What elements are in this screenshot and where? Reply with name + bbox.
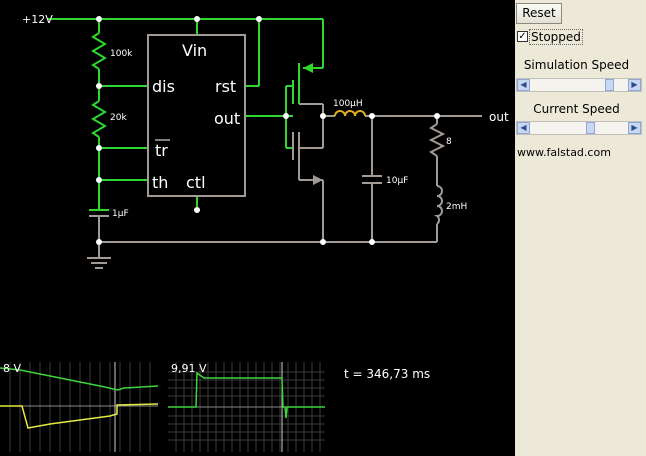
scope-2: 9,91 V: [168, 362, 325, 452]
circuit-canvas[interactable]: +12V 100k 20k 1μF 100μH 10μF 8 2mH out V…: [0, 0, 515, 456]
scope-1-value: 8 V: [3, 362, 21, 375]
reset-button[interactable]: Reset: [516, 3, 562, 24]
pin-vin: Vin: [182, 41, 207, 60]
scroll-left-icon[interactable]: ◀: [517, 79, 530, 91]
pin-out: out: [214, 109, 240, 128]
load-inductor-label: 2mH: [446, 202, 467, 212]
pin-dis: dis: [152, 77, 175, 96]
simulation-time: t = 346,73 ms: [344, 367, 430, 381]
load-resistor-label: 8: [446, 137, 452, 147]
pin-rst: rst: [215, 77, 236, 96]
current-speed-slider[interactable]: ◀ ▶: [516, 121, 642, 135]
scroll-right-icon[interactable]: ▶: [628, 79, 641, 91]
simulation-speed-label: Simulation Speed: [523, 58, 630, 72]
r2-label: 20k: [110, 113, 127, 123]
current-speed-label: Current Speed: [533, 102, 620, 116]
website-link[interactable]: www.falstad.com: [517, 146, 611, 159]
pin-ctl: ctl: [186, 173, 206, 192]
inductor1-label: 100μH: [333, 99, 363, 109]
pin-tr: tr: [155, 141, 168, 160]
simulation-speed-thumb[interactable]: [604, 79, 614, 91]
supply-label: +12V: [22, 13, 53, 26]
output-label: out: [489, 110, 509, 124]
c1-label: 1μF: [112, 209, 129, 219]
c2-label: 10μF: [386, 176, 408, 186]
scope-2-value: 9,91 V: [171, 362, 207, 375]
stopped-checkbox[interactable]: ✓: [517, 31, 528, 42]
pin-th: th: [152, 173, 168, 192]
circuit-schematic[interactable]: +12V 100k 20k 1μF 100μH 10μF 8 2mH out V…: [0, 0, 515, 456]
current-speed-thumb[interactable]: [586, 122, 596, 134]
scope-1: 8 V: [0, 362, 159, 452]
stopped-label[interactable]: Stopped: [529, 29, 583, 45]
r1-label: 100k: [110, 49, 133, 59]
scroll-right-icon[interactable]: ▶: [628, 122, 641, 134]
555-timer-chip: [147, 34, 246, 197]
control-panel: Reset ✓ Stopped Simulation Speed ◀ ▶ Cur…: [515, 0, 646, 456]
simulation-speed-slider[interactable]: ◀ ▶: [516, 78, 642, 92]
scroll-left-icon[interactable]: ◀: [517, 122, 530, 134]
